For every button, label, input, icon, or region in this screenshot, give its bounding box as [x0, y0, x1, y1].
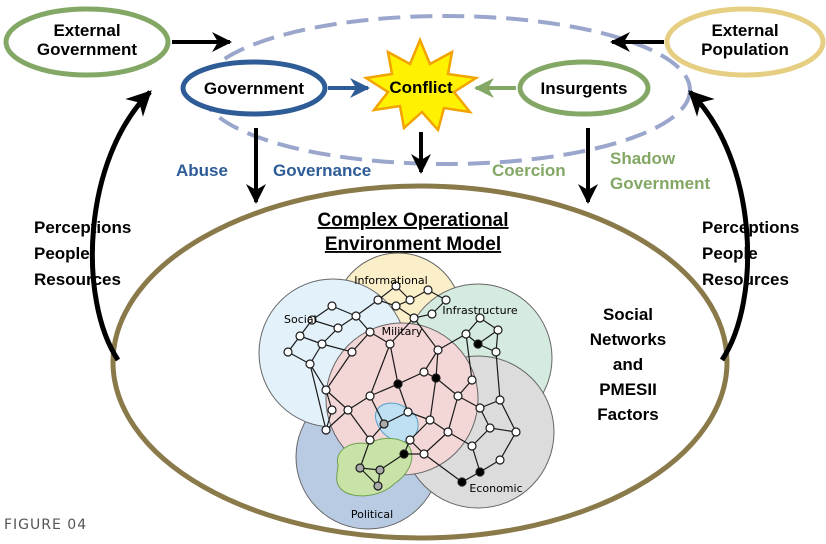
network-node — [393, 379, 403, 389]
network-node — [375, 465, 385, 475]
network-node — [321, 425, 331, 435]
network-node — [495, 455, 505, 465]
network-node — [399, 449, 409, 459]
military-label: Military — [382, 325, 423, 338]
figure-caption: FIGURE 04 — [4, 517, 87, 533]
network-node — [391, 301, 401, 311]
network-node — [343, 405, 353, 415]
network-node — [403, 407, 413, 417]
network-node — [409, 313, 419, 323]
network-node — [347, 347, 357, 357]
political-blob — [336, 438, 413, 497]
pmesii-cluster — [258, 252, 555, 530]
left-label-resources: Resources — [34, 270, 121, 289]
economic-label: Economic — [469, 482, 522, 495]
shadow-government-label-line2: Government — [610, 174, 710, 193]
network-node — [391, 281, 401, 291]
network-node — [351, 311, 361, 321]
factors-label-line1: Social — [603, 305, 653, 324]
right-curved-arrow — [688, 90, 751, 362]
network-node — [295, 331, 305, 341]
network-node — [495, 395, 505, 405]
government-label: Government — [204, 79, 304, 98]
network-node — [419, 367, 429, 377]
network-node — [457, 477, 467, 487]
network-node — [423, 285, 433, 295]
external-government-label-line1: External — [53, 21, 120, 40]
right-label-perceptions: Perceptions — [702, 218, 799, 237]
right-label-people: People — [702, 244, 758, 263]
coercion-label: Coercion — [492, 161, 566, 180]
government-node: Government — [180, 59, 328, 117]
network-node — [355, 463, 365, 473]
network-node — [365, 435, 375, 445]
conflict-label: Conflict — [389, 78, 453, 97]
network-node — [365, 327, 375, 337]
left-label-people: People — [34, 244, 90, 263]
external-government-node: External Government — [3, 6, 171, 78]
network-node — [305, 359, 315, 369]
network-node — [453, 391, 463, 401]
network-node — [405, 295, 415, 305]
conflict-burst-icon — [362, 36, 480, 133]
network-node — [475, 313, 485, 323]
insurgents-label: Insurgents — [541, 79, 628, 98]
network-node — [425, 415, 435, 425]
left-label-perceptions: Perceptions — [34, 218, 131, 237]
factors-label-line2: Networks — [590, 330, 667, 349]
right-label-resources: Resources — [702, 270, 789, 289]
model-title-line2: Environment Model — [325, 234, 501, 255]
network-node — [321, 385, 331, 395]
network-node — [475, 403, 485, 413]
political-label: Political — [351, 508, 393, 521]
factors-label-line5: Factors — [597, 405, 658, 424]
network-node — [431, 373, 441, 383]
network-node — [467, 441, 477, 451]
network-node — [307, 315, 317, 325]
abuse-label: Abuse — [176, 161, 228, 180]
network-node — [441, 295, 451, 305]
left-curved-arrow — [89, 90, 152, 362]
network-node — [317, 339, 327, 349]
informational-label: Informational — [354, 274, 427, 287]
network-node — [283, 347, 293, 357]
conflict-burst: Conflict — [362, 36, 480, 133]
model-title-line1: Complex Operational — [317, 210, 508, 231]
network-node — [379, 419, 389, 429]
network-node — [373, 481, 383, 491]
external-population-label-line2: Population — [701, 40, 789, 59]
external-population-node: External Population — [664, 6, 826, 78]
network-node — [405, 435, 415, 445]
external-population-label-line1: External — [711, 21, 778, 40]
network-nodes — [283, 281, 521, 491]
network-node — [427, 309, 437, 319]
social-label: Social — [284, 313, 317, 326]
network-node — [511, 427, 521, 437]
network-node — [473, 339, 483, 349]
factors-label-line4: PMESII — [599, 380, 657, 399]
network-node — [485, 423, 495, 433]
external-government-label-line2: Government — [37, 40, 137, 59]
factors-label-line3: and — [613, 355, 643, 374]
network-node — [467, 375, 477, 385]
network-node — [491, 347, 501, 357]
conflict-zone-dashed-ellipse — [200, 14, 692, 166]
network-node — [443, 427, 453, 437]
network-node — [461, 329, 471, 339]
governance-label: Governance — [273, 161, 371, 180]
network-node — [493, 325, 503, 335]
network-node — [365, 391, 375, 401]
network-node — [433, 345, 443, 355]
network-node — [385, 339, 395, 349]
network-node — [333, 323, 343, 333]
network-node — [475, 467, 485, 477]
network-node — [373, 295, 383, 305]
shadow-government-label-line1: Shadow — [610, 149, 676, 168]
network-node — [327, 405, 337, 415]
infrastructure-label: Infrastructure — [442, 304, 518, 317]
network-node — [419, 449, 429, 459]
network-node — [327, 301, 337, 311]
insurgents-node: Insurgents — [517, 59, 651, 117]
